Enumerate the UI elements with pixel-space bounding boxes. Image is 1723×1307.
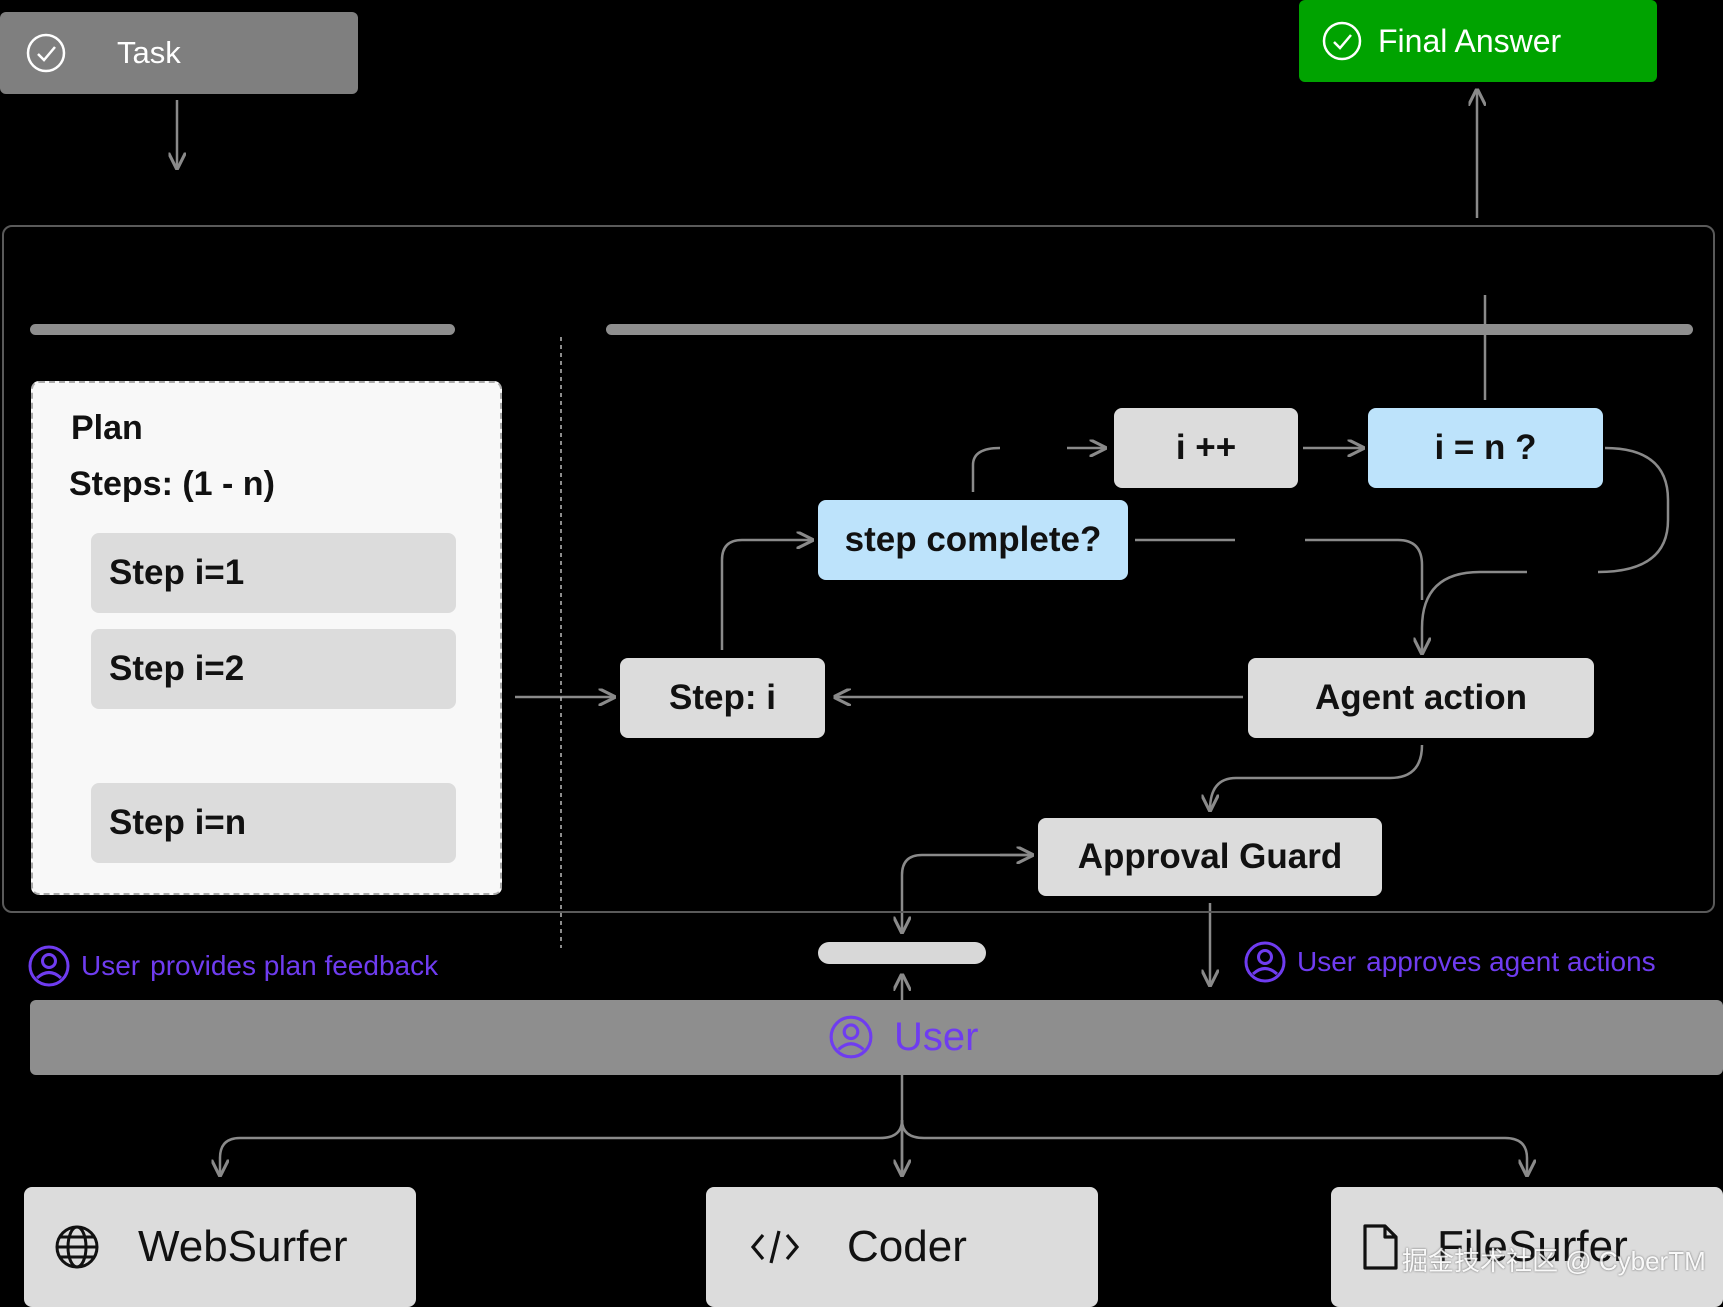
agent-websurfer-name: WebSurfer [138, 1222, 348, 1271]
check-circle-icon [25, 32, 67, 74]
plan-feedback-user: User [81, 950, 141, 981]
final-answer-label: Final Answer [1378, 22, 1562, 59]
user-bar-label-group: User [828, 1012, 978, 1062]
code-icon [751, 1227, 799, 1267]
approves-user: User [1297, 946, 1357, 977]
step-complete-decision: step complete? [818, 500, 1128, 580]
feedback-connector-pill [818, 942, 986, 964]
i-equals-n-decision: i = n ? [1368, 408, 1603, 488]
plan-steps-label: Steps: (1 - n) [69, 465, 275, 503]
approval-guard-node: Approval Guard [1038, 818, 1382, 896]
task-node: Task [0, 12, 358, 94]
user-avatar-icon [828, 1014, 874, 1060]
agent-filesurfer-name: FileSurfer [1437, 1222, 1628, 1271]
agent-action-node: Agent action [1248, 658, 1594, 738]
agent-coder-name: Coder [847, 1222, 967, 1271]
increment-node: i ++ [1114, 408, 1298, 488]
check-circle-icon [1321, 20, 1363, 62]
agent-filesurfer: FileSurfer [1331, 1187, 1723, 1307]
plan-step-n: Step i=n [91, 783, 456, 863]
globe-icon [54, 1224, 100, 1270]
file-icon [1361, 1223, 1399, 1271]
plan-panel: Plan Steps: (1 - n) Step i=1 Step i=2 St… [31, 381, 502, 895]
plan-feedback-text: provides plan feedback [150, 950, 439, 981]
watermark: 掘金技术社区 @ CyberTM [1402, 1246, 1706, 1276]
plan-title: Plan [71, 409, 143, 447]
user-bar [30, 1000, 1723, 1075]
user-avatar-icon [27, 944, 71, 988]
agent-websurfer: WebSurfer [24, 1187, 416, 1307]
final-answer-node: Final Answer [1299, 0, 1657, 82]
execution-header-bar [606, 324, 1693, 335]
user-avatar-icon [1243, 940, 1287, 984]
task-label: Task [117, 35, 181, 70]
plan-feedback-label: User provides plan feedback [27, 944, 438, 988]
plan-step-1: Step i=1 [91, 533, 456, 613]
approves-actions-label: User approves agent actions [1243, 940, 1656, 984]
agent-coder: Coder [706, 1187, 1098, 1307]
user-bar-label: User [894, 1014, 979, 1059]
step-i-node: Step: i [620, 658, 825, 738]
plan-header-bar [30, 324, 455, 335]
plan-step-2: Step i=2 [91, 629, 456, 709]
approves-text: approves agent actions [1366, 946, 1656, 977]
orchestrator-container [2, 225, 1715, 913]
